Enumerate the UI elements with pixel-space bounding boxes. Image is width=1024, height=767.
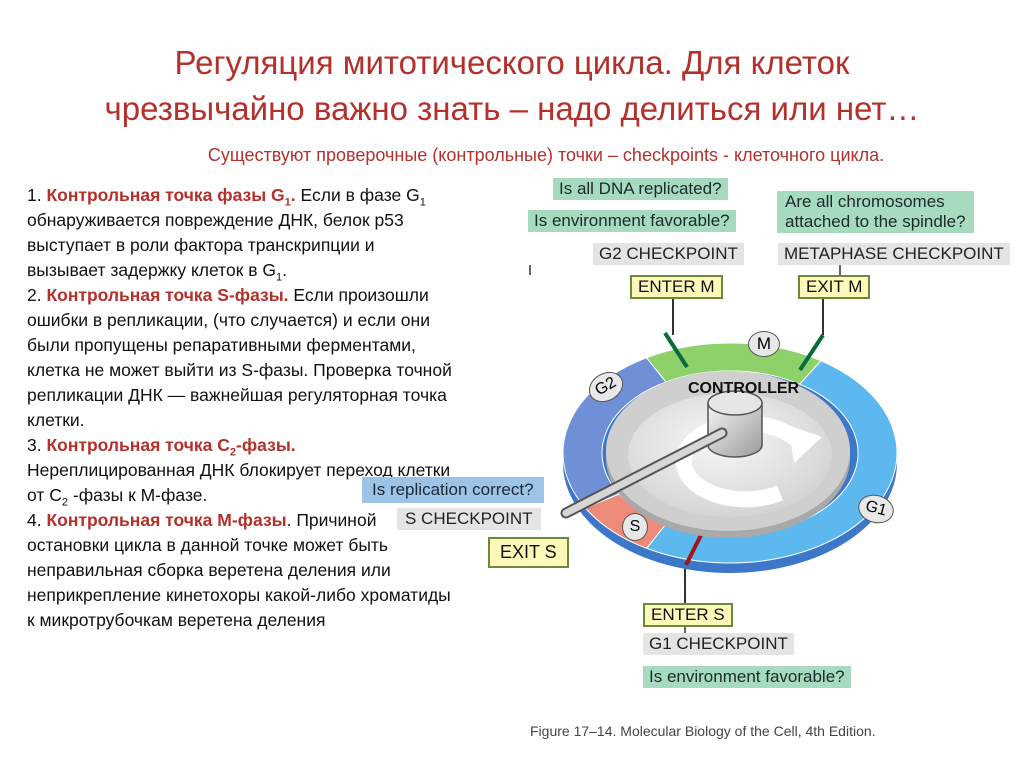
phase-label-m: M [748, 331, 780, 357]
item-heading: Контрольная точка С2-фазы. [46, 435, 296, 458]
exit-m-label: EXIT M [798, 275, 871, 299]
subscript: 1 [419, 196, 426, 209]
page-subtitle: Существуют проверочные (контрольные) точ… [207, 145, 885, 165]
phase-ring [562, 342, 898, 564]
metaphase-question-line-1: Are all chromosomes [785, 192, 945, 211]
heading-text: Контрольная точка фазы G [46, 185, 285, 205]
title-line-2: чрезвычайно важно знать – надо делиться … [104, 90, 920, 127]
subscript: 1 [284, 196, 291, 209]
subscript: 2 [61, 496, 68, 509]
separator-exit-m [798, 333, 825, 372]
item-text: Если в фазе G [295, 185, 420, 205]
item-text: . [282, 260, 287, 280]
item-heading: Контрольная точка S-фазы. [46, 285, 289, 305]
heading-text: . [290, 185, 296, 205]
separator-enter-s [684, 532, 704, 566]
checkpoint-descriptions: 1. Контрольная точка фазы G1. Если в фаз… [27, 183, 457, 633]
pointer-arm [562, 429, 726, 517]
cell-cycle-diagram: CONTROLLER M G2 G1 S Is all DNA replicat… [360, 175, 1024, 755]
subscript: 1 [276, 271, 283, 284]
enter-m-label: ENTER M [630, 275, 723, 299]
metaphase-checkpoint-label: METAPHASE CHECKPOINT [778, 243, 1010, 265]
phase-label-s: S [622, 513, 648, 541]
g2-checkpoint-label: G2 CHECKPOINT [593, 243, 744, 265]
arrow-head-icon [788, 425, 822, 463]
item-m: 4. Контрольная точка М-фазы. Причиной ос… [27, 508, 457, 633]
metaphase-question-line-2: attached to the spindle? [785, 212, 966, 231]
item-text: Если произошли ошибки в репликации, (что… [27, 285, 452, 430]
item-heading: Контрольная точка М-фазы [46, 510, 287, 530]
item-number: 3. [27, 435, 47, 455]
cycle-wheel [529, 265, 898, 633]
heading-text: Контрольная точка С [46, 435, 230, 455]
item-text: -фазы к М-фазе. [68, 485, 208, 505]
s-question: Is replication correct? [362, 477, 544, 503]
separator-enter-m [663, 331, 689, 369]
s-checkpoint-label: S CHECKPOINT [397, 508, 541, 530]
item-number: 4. [27, 510, 47, 530]
heading-text: -фазы. [236, 435, 296, 455]
page-title: Регуляция митотического цикла. Для клето… [0, 40, 1024, 132]
enter-s-label: ENTER S [643, 603, 733, 627]
controller-label: CONTROLLER [688, 380, 800, 397]
item-number: 1. [27, 185, 47, 205]
item-s: 2. Контрольная точка S-фазы. Если произо… [27, 283, 457, 433]
item-g1: 1. Контрольная точка фазы G1. Если в фаз… [27, 183, 457, 283]
g2-question-1: Is all DNA replicated? [553, 178, 728, 200]
metaphase-question: Are all chromosomes attached to the spin… [777, 191, 974, 233]
item-text: . Причиной остановки цикла в данной точк… [27, 510, 451, 630]
g1-checkpoint-label: G1 CHECKPOINT [643, 633, 794, 655]
item-number: 2. [27, 285, 47, 305]
figure-caption: Figure 17–14. Molecular Biology of the C… [530, 723, 876, 739]
item-text: Нереплицированная ДНК блокирует переход … [27, 460, 451, 505]
title-line-1: Регуляция митотического цикла. Для клето… [174, 44, 850, 81]
item-heading: Контрольная точка фазы G1. [46, 185, 296, 208]
subscript: 2 [229, 446, 237, 459]
phase-sector-g1 [645, 360, 898, 564]
g2-question-2: Is environment favorable? [528, 210, 736, 232]
controller-hub-top [707, 390, 763, 416]
g1-question: Is environment favorable? [643, 666, 851, 688]
exit-s-label: EXIT S [488, 537, 569, 568]
item-c2: 3. Контрольная точка С2-фазы. Нереплицир… [27, 433, 457, 508]
item-text: обнаруживается повреждение ДНК, белок p5… [27, 210, 404, 280]
controller-hub [707, 402, 763, 458]
